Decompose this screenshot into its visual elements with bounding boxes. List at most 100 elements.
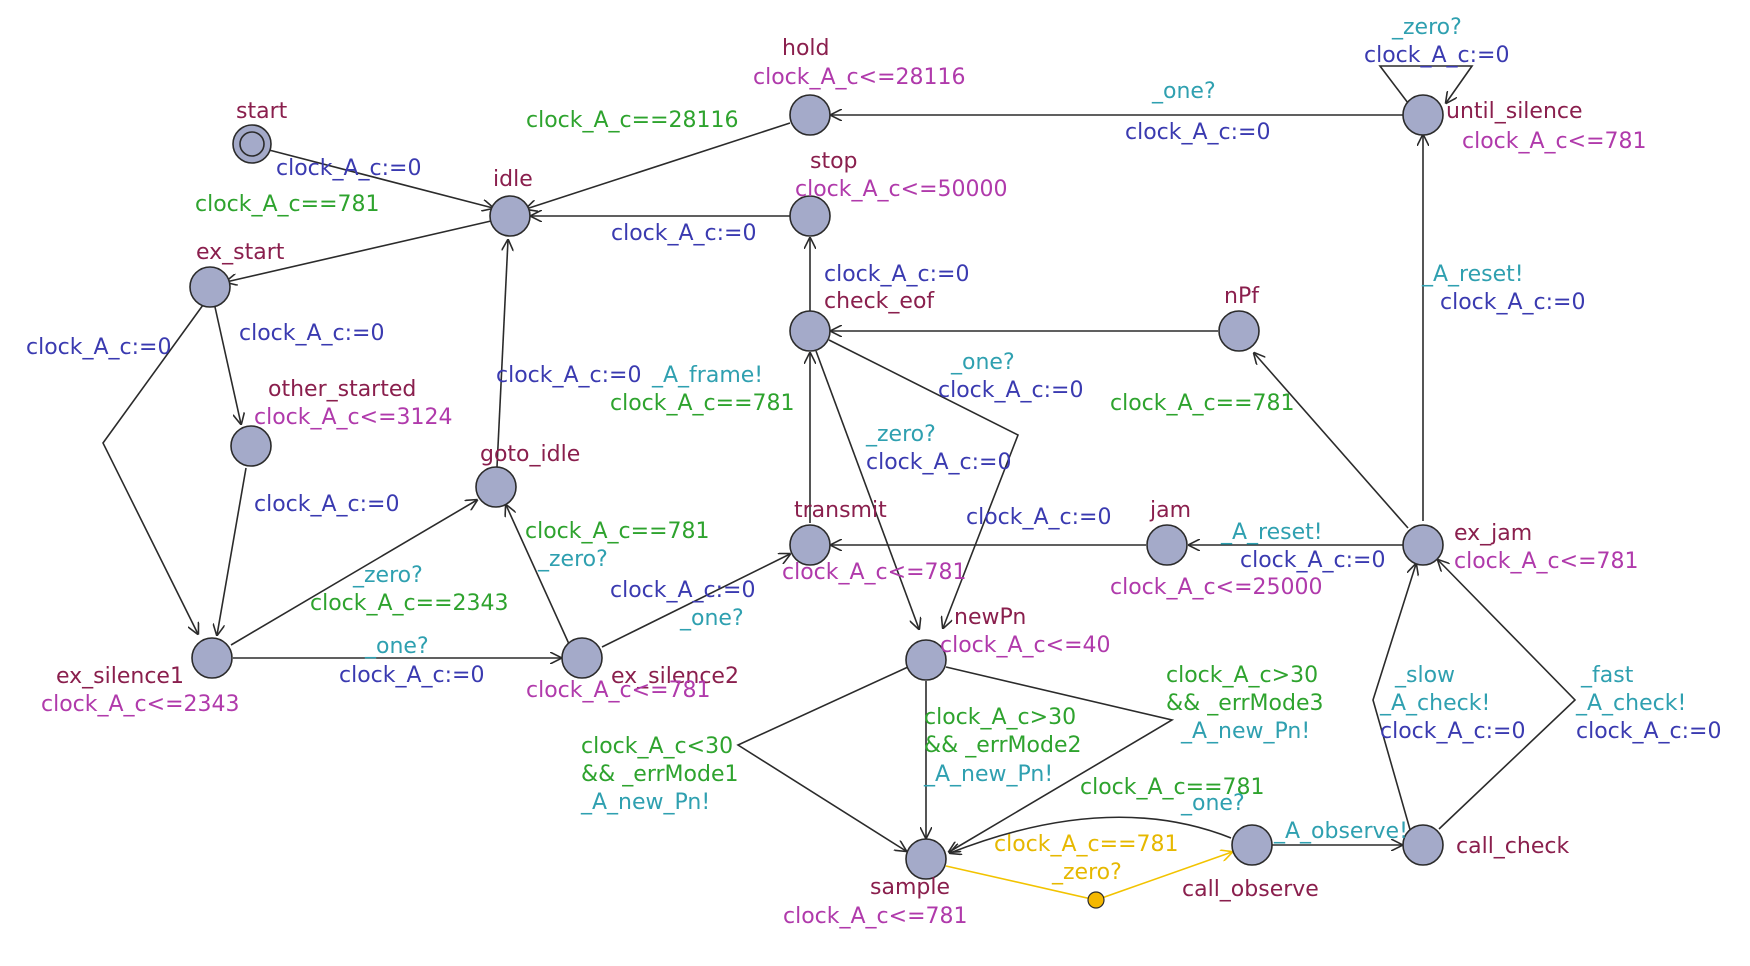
- location-jam[interactable]: [1146, 524, 1188, 566]
- location-name: ex_silence2: [611, 664, 739, 689]
- edge-ex-silence2-to-transmit[interactable]: [601, 554, 790, 648]
- edge-guard: && _errMode3: [1166, 691, 1323, 716]
- edge-sync: _A_observe!: [1273, 819, 1408, 844]
- location-start[interactable]: [232, 124, 272, 164]
- edge-update: clock_A_c:=0: [254, 492, 400, 517]
- edge-ex-jam-to-nPf[interactable]: [1254, 353, 1409, 529]
- edge-guard: clock_A_c==781: [525, 519, 710, 544]
- edge-guard: clock_A_c==781: [994, 832, 1179, 857]
- location-name: ex_jam: [1454, 521, 1532, 546]
- edge-ex-start-to-other-started[interactable]: [214, 306, 241, 424]
- location-transmit[interactable]: [789, 524, 831, 566]
- location-name: other_started: [268, 377, 416, 402]
- edge-sync: _slow: [1394, 663, 1455, 688]
- location-name: call_check: [1456, 834, 1569, 859]
- edge-other-started-to-ex-silence1[interactable]: [217, 467, 247, 635]
- edge-call-check-to-ex-jam-slow[interactable]: [1372, 564, 1416, 834]
- location-start-initial-ring: [239, 131, 265, 157]
- edge-sync: _A_check!: [1379, 691, 1490, 716]
- edge-update: clock_A_c:=0: [276, 156, 422, 181]
- location-invariant: clock_A_c<=781: [783, 904, 968, 929]
- edge-sync: _zero?: [352, 563, 423, 588]
- location-nPf[interactable]: [1218, 310, 1260, 352]
- edge-update: clock_A_c:=0: [1380, 719, 1526, 744]
- edge-newPn-to-sample-errMode1[interactable]: [736, 666, 908, 851]
- edge-check-eof-to-newPn-zero[interactable]: [815, 350, 919, 629]
- edge-guard: clock_A_c==781: [1080, 775, 1265, 800]
- edge-until-silence-self-loop[interactable]: [1378, 65, 1474, 103]
- edge-start-to-idle[interactable]: [268, 149, 493, 208]
- location-name: ex_start: [196, 240, 285, 265]
- edge-update: clock_A_c:=0: [1440, 290, 1586, 315]
- location-call-observe[interactable]: [1231, 824, 1273, 866]
- location-name: hold: [782, 36, 829, 61]
- edge-guard: && _errMode1: [581, 762, 738, 787]
- edge-idle-to-ex-start[interactable]: [226, 220, 492, 282]
- edge-sync: _A_check!: [1575, 691, 1686, 716]
- edge-update: clock_A_c:=0: [610, 578, 756, 603]
- edge-labels: _zero? clock_A_c:=0 _one? clock_A_c:=0 c…: [26, 15, 1722, 885]
- edge-update: clock_A_c:=0: [824, 262, 970, 287]
- location-ex-jam[interactable]: [1402, 524, 1444, 566]
- edge-update: clock_A_c:=0: [26, 335, 172, 360]
- location-goto-idle[interactable]: [475, 466, 517, 508]
- location-name: ex_silence1: [56, 664, 184, 689]
- location-stop[interactable]: [789, 195, 831, 237]
- location-invariant: clock_A_c<=781: [782, 560, 967, 585]
- edge-guard: clock_A_c==28116: [526, 108, 739, 133]
- location-ex-silence1[interactable]: [191, 637, 233, 679]
- edge-ex-silence1-to-goto-idle[interactable]: [230, 500, 477, 646]
- edge-update: clock_A_c:=0: [966, 505, 1112, 530]
- edge-update: clock_A_c:=0: [1364, 43, 1510, 68]
- location-check-eof[interactable]: [789, 310, 831, 352]
- location-name: call_observe: [1182, 877, 1319, 902]
- edge-guard: clock_A_c==781: [1110, 391, 1295, 416]
- edge-ex-start-to-ex-silence1[interactable]: [102, 304, 204, 634]
- location-invariant: clock_A_c<=40: [940, 633, 1111, 658]
- location-invariant: clock_A_c<=28116: [753, 65, 966, 90]
- edge-guard: clock_A_c>30: [1166, 663, 1318, 688]
- location-sample[interactable]: [905, 838, 947, 880]
- location-name: jam: [1149, 498, 1191, 523]
- edge-guard: && _errMode2: [924, 733, 1081, 758]
- edge-guard: clock_A_c<30: [581, 734, 733, 759]
- edge-update: clock_A_c:=0: [938, 378, 1084, 403]
- edge-call-check-to-ex-jam-fast[interactable]: [1438, 560, 1577, 830]
- edge-ex-silence2-to-goto-idle[interactable]: [506, 505, 570, 645]
- location-hold[interactable]: [789, 94, 831, 136]
- location-invariant: clock_A_c<=781: [1462, 129, 1647, 154]
- location-name: sample: [870, 875, 950, 900]
- location-other-started[interactable]: [230, 425, 272, 467]
- edge-sync: _A_new_Pn!: [923, 762, 1053, 787]
- edge-goto-idle-to-idle[interactable]: [496, 240, 508, 468]
- edge-update: clock_A_c:=0: [1240, 548, 1386, 573]
- edge-check-eof-to-newPn-one[interactable]: [828, 339, 1020, 628]
- edge-nail-handle[interactable]: [1087, 891, 1105, 909]
- location-name: idle: [493, 167, 533, 192]
- location-invariant: clock_A_c<=50000: [795, 177, 1008, 202]
- edge-guard: clock_A_c>30: [924, 705, 1076, 730]
- location-invariant: clock_A_c<=25000: [1110, 575, 1323, 600]
- location-call-check[interactable]: [1402, 824, 1444, 866]
- location-invariant: clock_A_c<=781: [1454, 549, 1639, 574]
- edge-sync: _A_new_Pn!: [580, 790, 710, 815]
- location-until-silence[interactable]: [1402, 94, 1444, 136]
- edge-sync: _zero?: [865, 422, 936, 447]
- location-ex-start[interactable]: [189, 266, 231, 308]
- location-ex-silence2[interactable]: [561, 637, 603, 679]
- location-name: check_eof: [824, 289, 935, 314]
- edge-newPn-to-sample-errMode3[interactable]: [945, 666, 1175, 852]
- location-newPn[interactable]: [905, 639, 947, 681]
- location-idle[interactable]: [489, 195, 531, 237]
- edge-sync: _one?: [1180, 791, 1245, 816]
- location-name: start: [236, 99, 288, 124]
- edge-guard: clock_A_c==781: [610, 391, 795, 416]
- edge-call-observe-to-sample[interactable]: [950, 816, 1232, 853]
- edge-update: clock_A_c:=0: [496, 363, 642, 388]
- edge-update: clock_A_c:=0: [1125, 120, 1271, 145]
- edge-sync: _one?: [364, 634, 429, 659]
- edge-sync: _zero?: [1051, 860, 1122, 885]
- edge-hold-to-idle[interactable]: [526, 122, 791, 209]
